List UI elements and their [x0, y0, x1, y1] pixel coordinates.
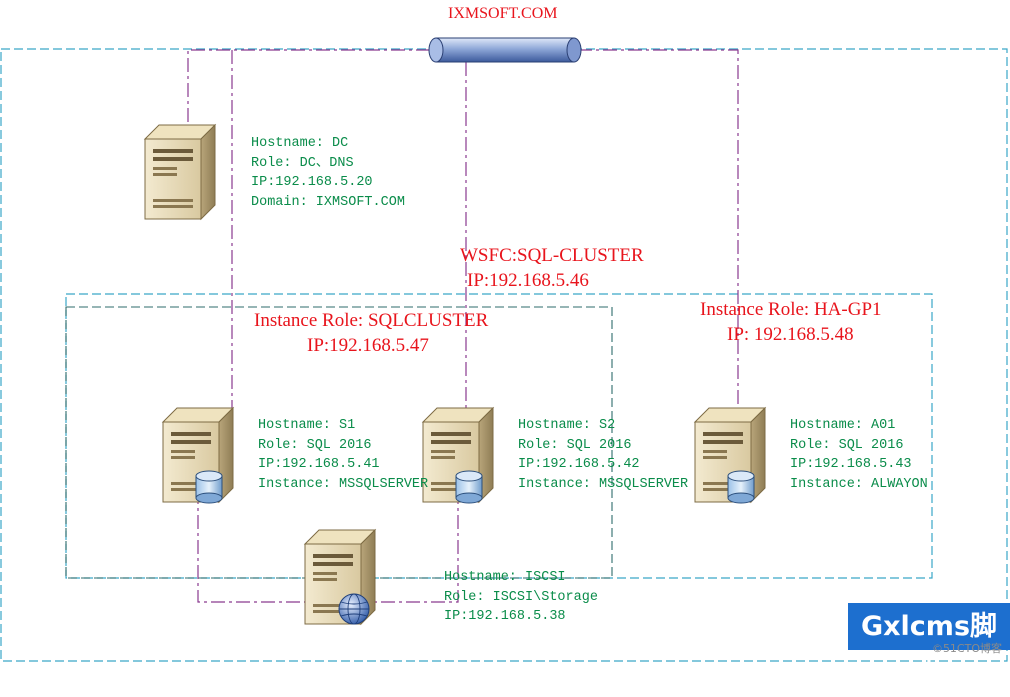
wsfc-name: WSFC:SQL-CLUSTER	[460, 245, 644, 266]
dc-role: Role: DC、DNS	[251, 155, 354, 171]
diagram-title: IXMSOFT.COM	[448, 5, 558, 22]
s2-hostname: Hostname: S2	[518, 418, 616, 433]
s2-ip: IP:192.168.5.42	[518, 457, 640, 472]
s1-ip: IP:192.168.5.41	[258, 457, 380, 472]
iscsi-info: Hostname: ISCSI Role: ISCSI\Storage IP:1…	[444, 568, 598, 627]
dc-ip: IP:192.168.5.20	[251, 175, 373, 190]
link-s2-iscsi	[372, 490, 459, 603]
s2-role: Role: SQL 2016	[518, 437, 632, 453]
link-dc	[187, 49, 430, 128]
a01-ip: IP:192.168.5.43	[790, 457, 912, 472]
watermark-subtext: ©51CTO博客	[931, 642, 1002, 655]
a01-database-icon	[727, 470, 755, 504]
a01-instance: Instance: ALWAYON	[790, 476, 928, 492]
dc-server-icon	[144, 124, 216, 220]
hagp1-role: Instance Role: HA-GP1	[700, 299, 882, 320]
s1-database-icon	[195, 470, 223, 504]
wsfc-boundary	[65, 293, 933, 579]
network-diagram	[0, 37, 1008, 662]
sqlcluster-boundary	[65, 306, 613, 579]
iscsi-hostname: Hostname: ISCSI	[444, 570, 566, 585]
dc-info: Hostname: DC Role: DC、DNS IP:192.168.5.2…	[251, 134, 405, 212]
sqlcluster-ip: IP:192.168.5.47	[307, 335, 429, 356]
network-links	[187, 49, 739, 603]
s2-database-icon	[455, 470, 483, 504]
wsfc-ip: IP:192.168.5.46	[467, 270, 589, 291]
s2-info: Hostname: S2 Role: SQL 2016 IP:192.168.5…	[518, 416, 688, 494]
s1-role: Role: SQL 2016	[258, 437, 372, 453]
globe-icon	[338, 593, 370, 625]
network-bus-icon	[428, 37, 582, 63]
link-a01	[578, 49, 739, 410]
s1-info: Hostname: S1 Role: SQL 2016 IP:192.168.5…	[258, 416, 428, 494]
dc-hostname: Hostname: DC	[251, 136, 349, 151]
link-s1-iscsi	[197, 490, 305, 603]
s2-instance: Instance: MSSQLSERVER	[518, 476, 689, 492]
s1-hostname: Hostname: S1	[258, 418, 356, 433]
a01-role: Role: SQL 2016	[790, 437, 904, 453]
sqlcluster-role: Instance Role: SQLCLUSTER	[254, 310, 489, 331]
a01-info: Hostname: A01 Role: SQL 2016 IP:192.168.…	[790, 416, 928, 494]
iscsi-ip: IP:192.168.5.38	[444, 609, 566, 624]
dc-domain: Domain: IXMSOFT.COM	[251, 194, 405, 210]
s1-instance: Instance: MSSQLSERVER	[258, 476, 429, 492]
hagp1-ip: IP: 192.168.5.48	[727, 324, 854, 345]
iscsi-role: Role: ISCSI\Storage	[444, 589, 598, 605]
a01-hostname: Hostname: A01	[790, 418, 896, 433]
